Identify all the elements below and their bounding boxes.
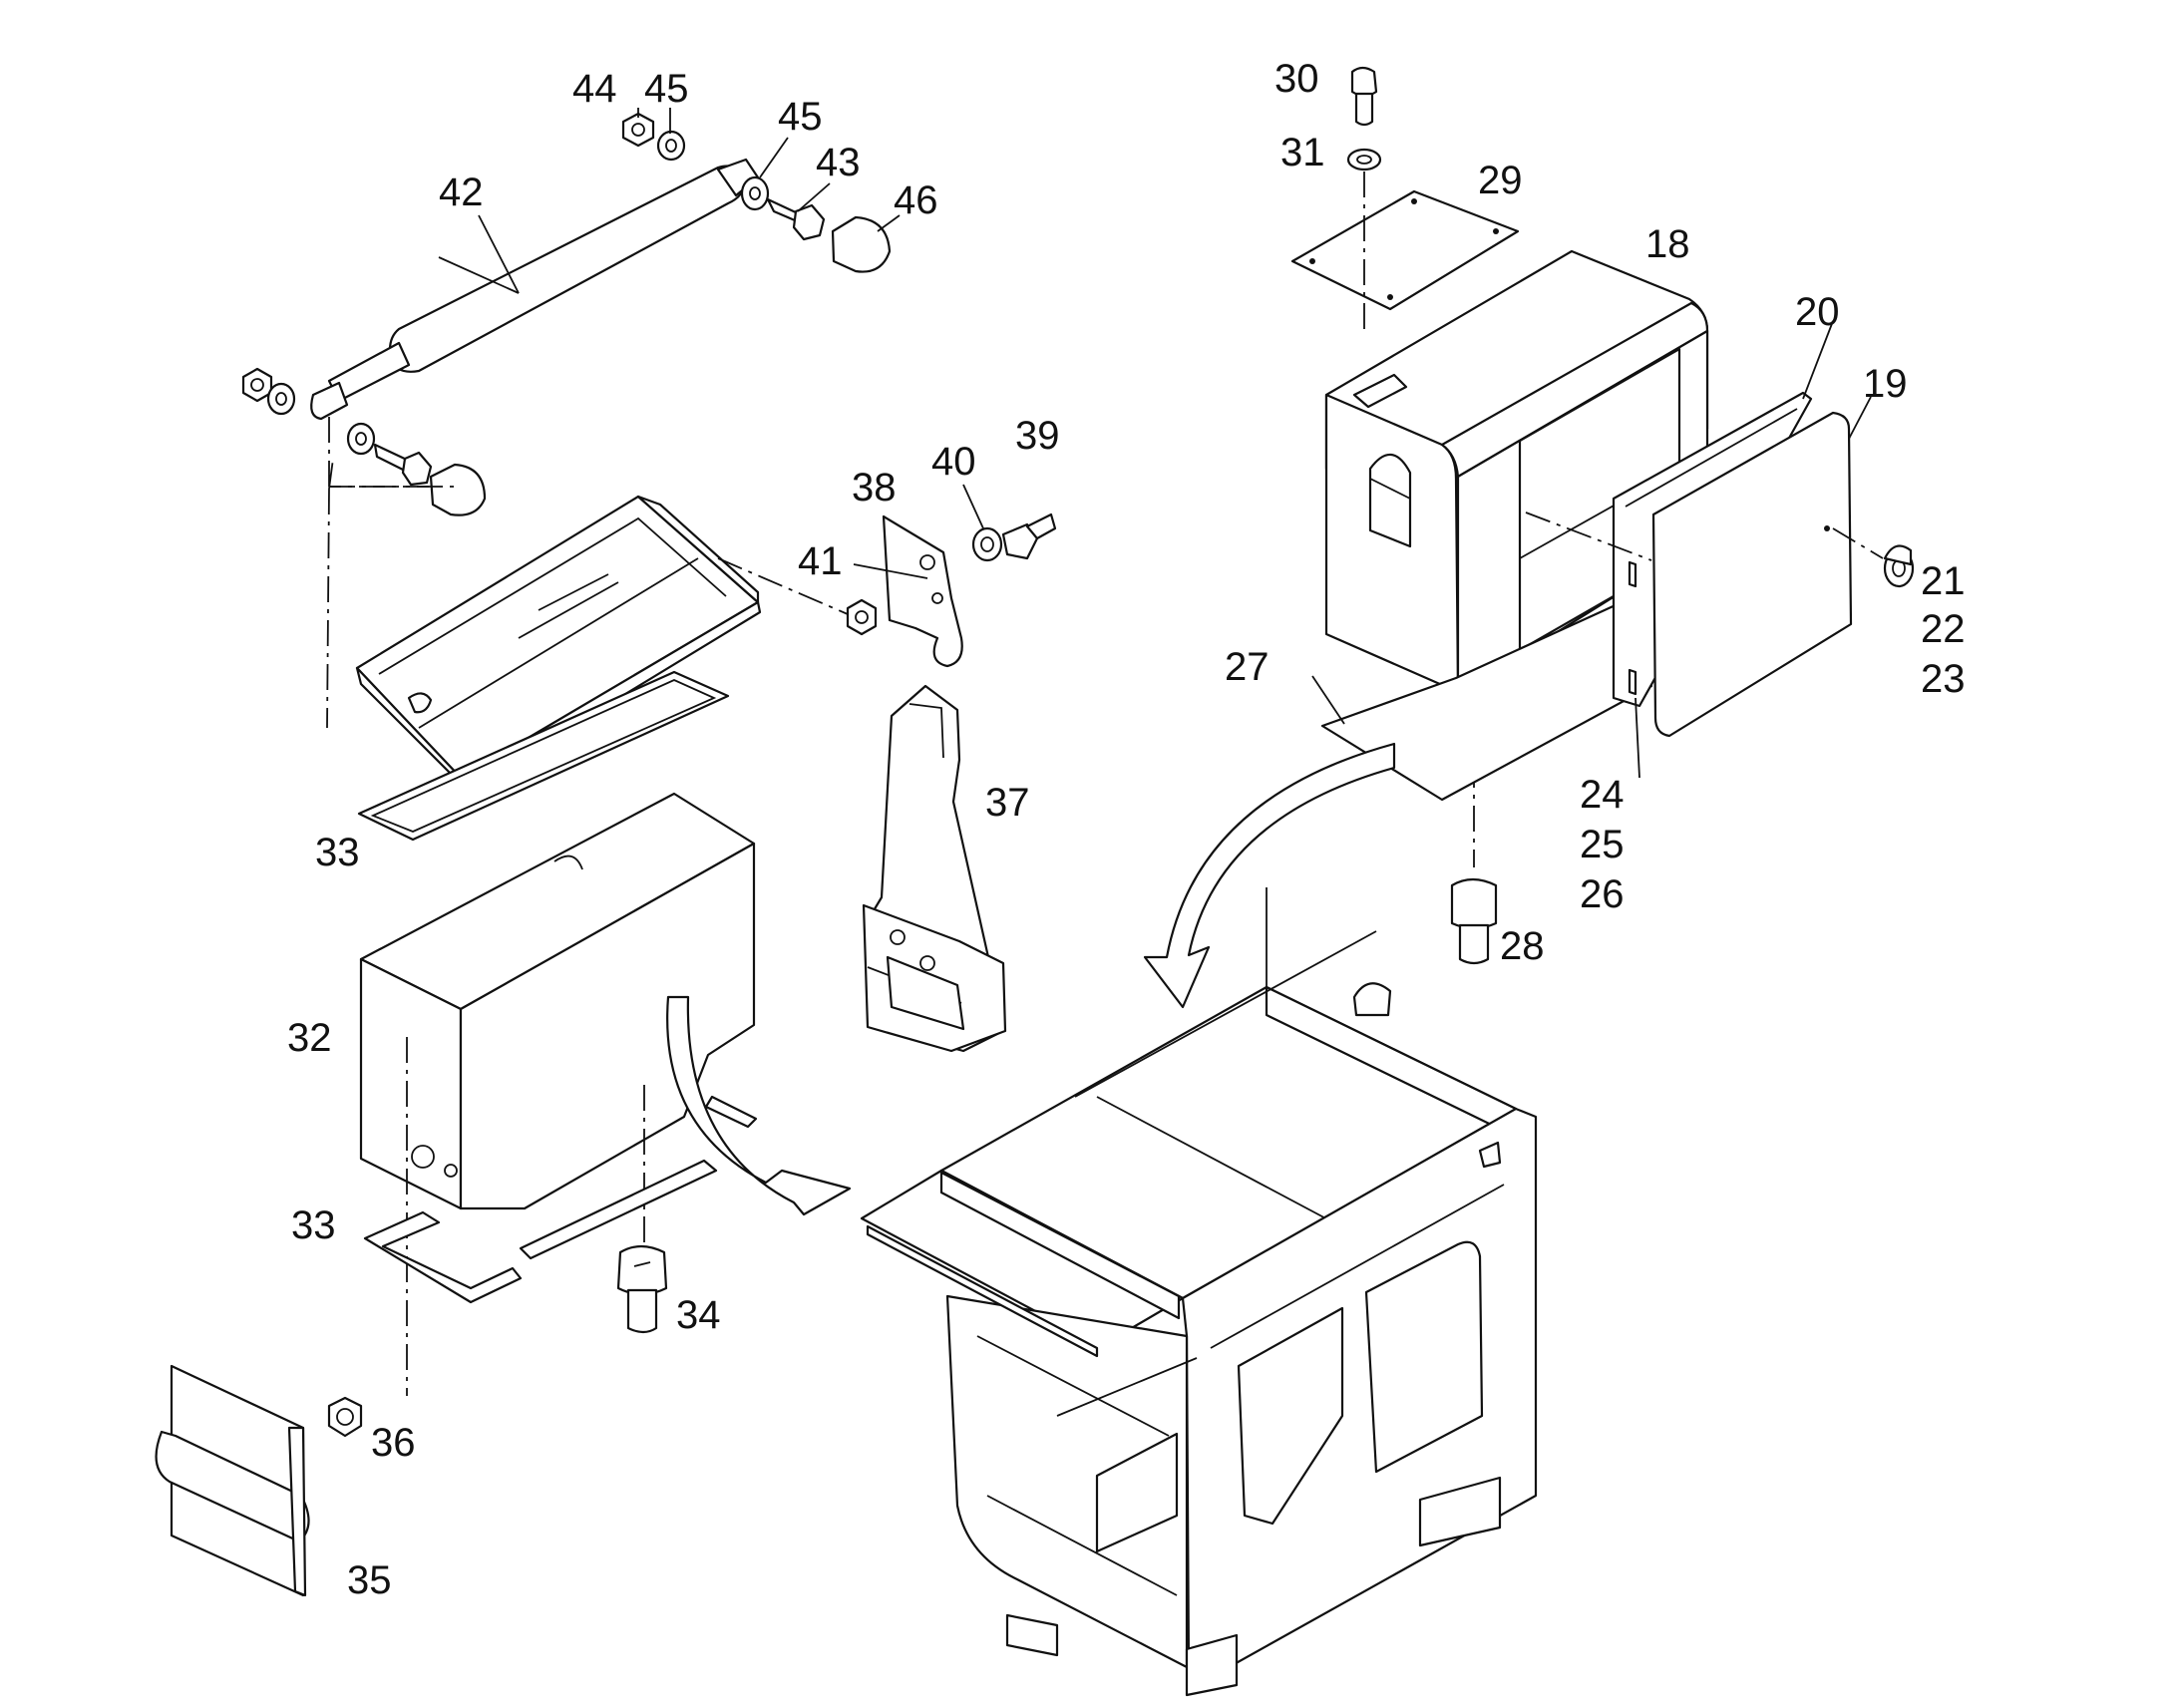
screw-34 [616,1244,668,1334]
label-18: 18 [1645,222,1690,266]
label-43: 43 [816,141,861,184]
washer-40 [971,526,1003,562]
cab [860,887,1538,1697]
label-30: 30 [1274,57,1319,101]
label-45-top: 45 [644,67,689,111]
curved-arrow-right [1143,742,1396,1009]
label-21: 21 [1921,559,1966,603]
cover-plate-29 [1290,189,1520,311]
label-38: 38 [852,466,897,510]
label-32: 32 [287,1016,332,1060]
holder-37 [862,684,1007,1053]
label-25: 25 [1580,823,1625,866]
label-36: 36 [371,1421,416,1465]
label-44: 44 [572,67,617,111]
label-27: 27 [1225,645,1270,689]
centerline-lock [1832,527,1884,559]
label-33-top: 33 [315,831,360,874]
door-19 [1651,411,1853,738]
centerline-strut [326,411,429,729]
washer-45-top [656,130,686,162]
screw-28 [1450,877,1498,965]
label-23: 23 [1921,657,1966,701]
callout-labels: 18 19 20 21 22 23 24 25 26 27 28 29 30 3… [287,57,1966,1602]
nut-left [241,367,273,403]
label-31: 31 [1280,131,1325,174]
label-42: 42 [439,171,484,214]
label-24: 24 [1580,773,1625,817]
nut-36 [327,1396,363,1438]
curved-arrow-left [666,995,852,1216]
label-37: 37 [985,781,1030,825]
cap-nut-46 [831,215,892,273]
label-34: 34 [676,1293,721,1337]
bracket-38 [882,514,963,668]
label-46: 46 [894,178,938,222]
label-26: 26 [1580,872,1625,916]
bolt-30 [1350,66,1378,127]
washer-left-2 [346,422,376,456]
centerline-bracket [717,557,849,615]
washer-left [266,382,296,416]
gas-strut [310,158,760,421]
battery-box-32 [359,792,756,1210]
centerline-frame [1525,512,1652,561]
washer-45-right [740,175,770,211]
label-40: 40 [931,440,976,484]
nut-41 [846,598,878,636]
washer-31 [1346,148,1382,171]
label-33-bottom: 33 [291,1203,336,1247]
nut-44 [621,112,655,148]
bolt-43 [766,197,826,241]
gasket-33-bottom [363,1095,758,1304]
label-22: 22 [1921,607,1966,651]
leader-lines [478,108,1872,779]
label-39: 39 [1015,414,1060,458]
cap-nut-left [429,463,487,516]
label-45-right: 45 [778,95,823,139]
label-29: 29 [1478,159,1523,202]
label-20: 20 [1795,290,1840,334]
bolt-39 [1001,512,1057,560]
lock-21 [1883,544,1915,588]
label-28: 28 [1500,924,1545,968]
handle-35 [155,1364,310,1597]
gasket-33-top [357,670,730,842]
label-41: 41 [798,539,843,583]
bolt-left [373,443,433,487]
label-35: 35 [347,1558,392,1602]
